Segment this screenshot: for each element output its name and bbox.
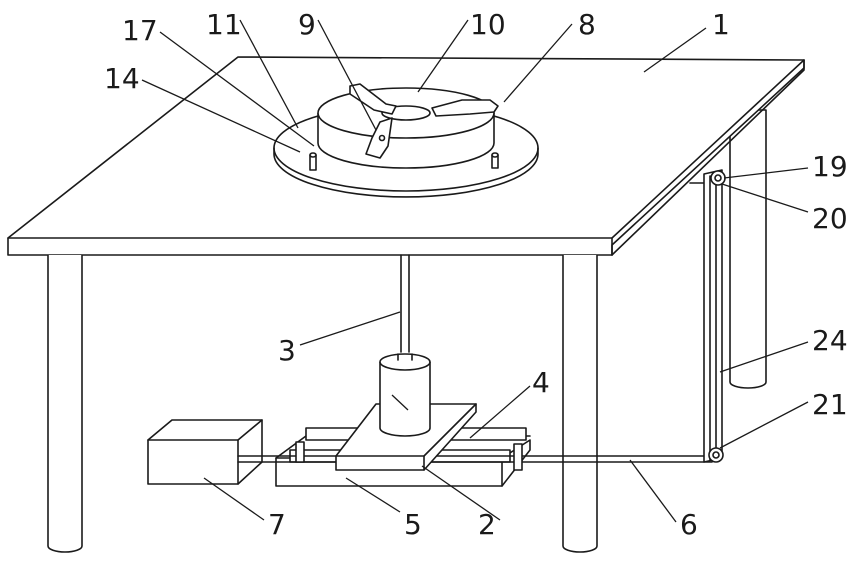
callout-5: 5: [404, 508, 422, 541]
callout-4: 4: [532, 366, 550, 399]
callout-17: 17: [122, 14, 158, 47]
callout-19: 19: [812, 150, 848, 183]
callout-11: 11: [206, 8, 242, 41]
callout-9: 9: [298, 8, 316, 41]
motor: [148, 420, 262, 484]
callout-24: 24: [812, 324, 848, 357]
callout-6: 6: [680, 508, 698, 541]
callout-8: 8: [578, 8, 596, 41]
callout-20: 20: [812, 202, 848, 235]
callout-7: 7: [268, 508, 286, 541]
front-leg-left: [48, 255, 82, 552]
callout-21: 21: [812, 388, 848, 421]
cylinder: [380, 354, 430, 436]
callout-2: 2: [478, 508, 496, 541]
front-leg-right: [563, 255, 597, 552]
back-leg-right: [730, 110, 766, 388]
vertical-rod: [401, 255, 409, 352]
callout-3: 3: [278, 334, 296, 367]
callout-14: 14: [104, 62, 140, 95]
belt-drive: [704, 170, 725, 462]
callout-1: 1: [712, 8, 730, 41]
callout-10: 10: [470, 8, 506, 41]
